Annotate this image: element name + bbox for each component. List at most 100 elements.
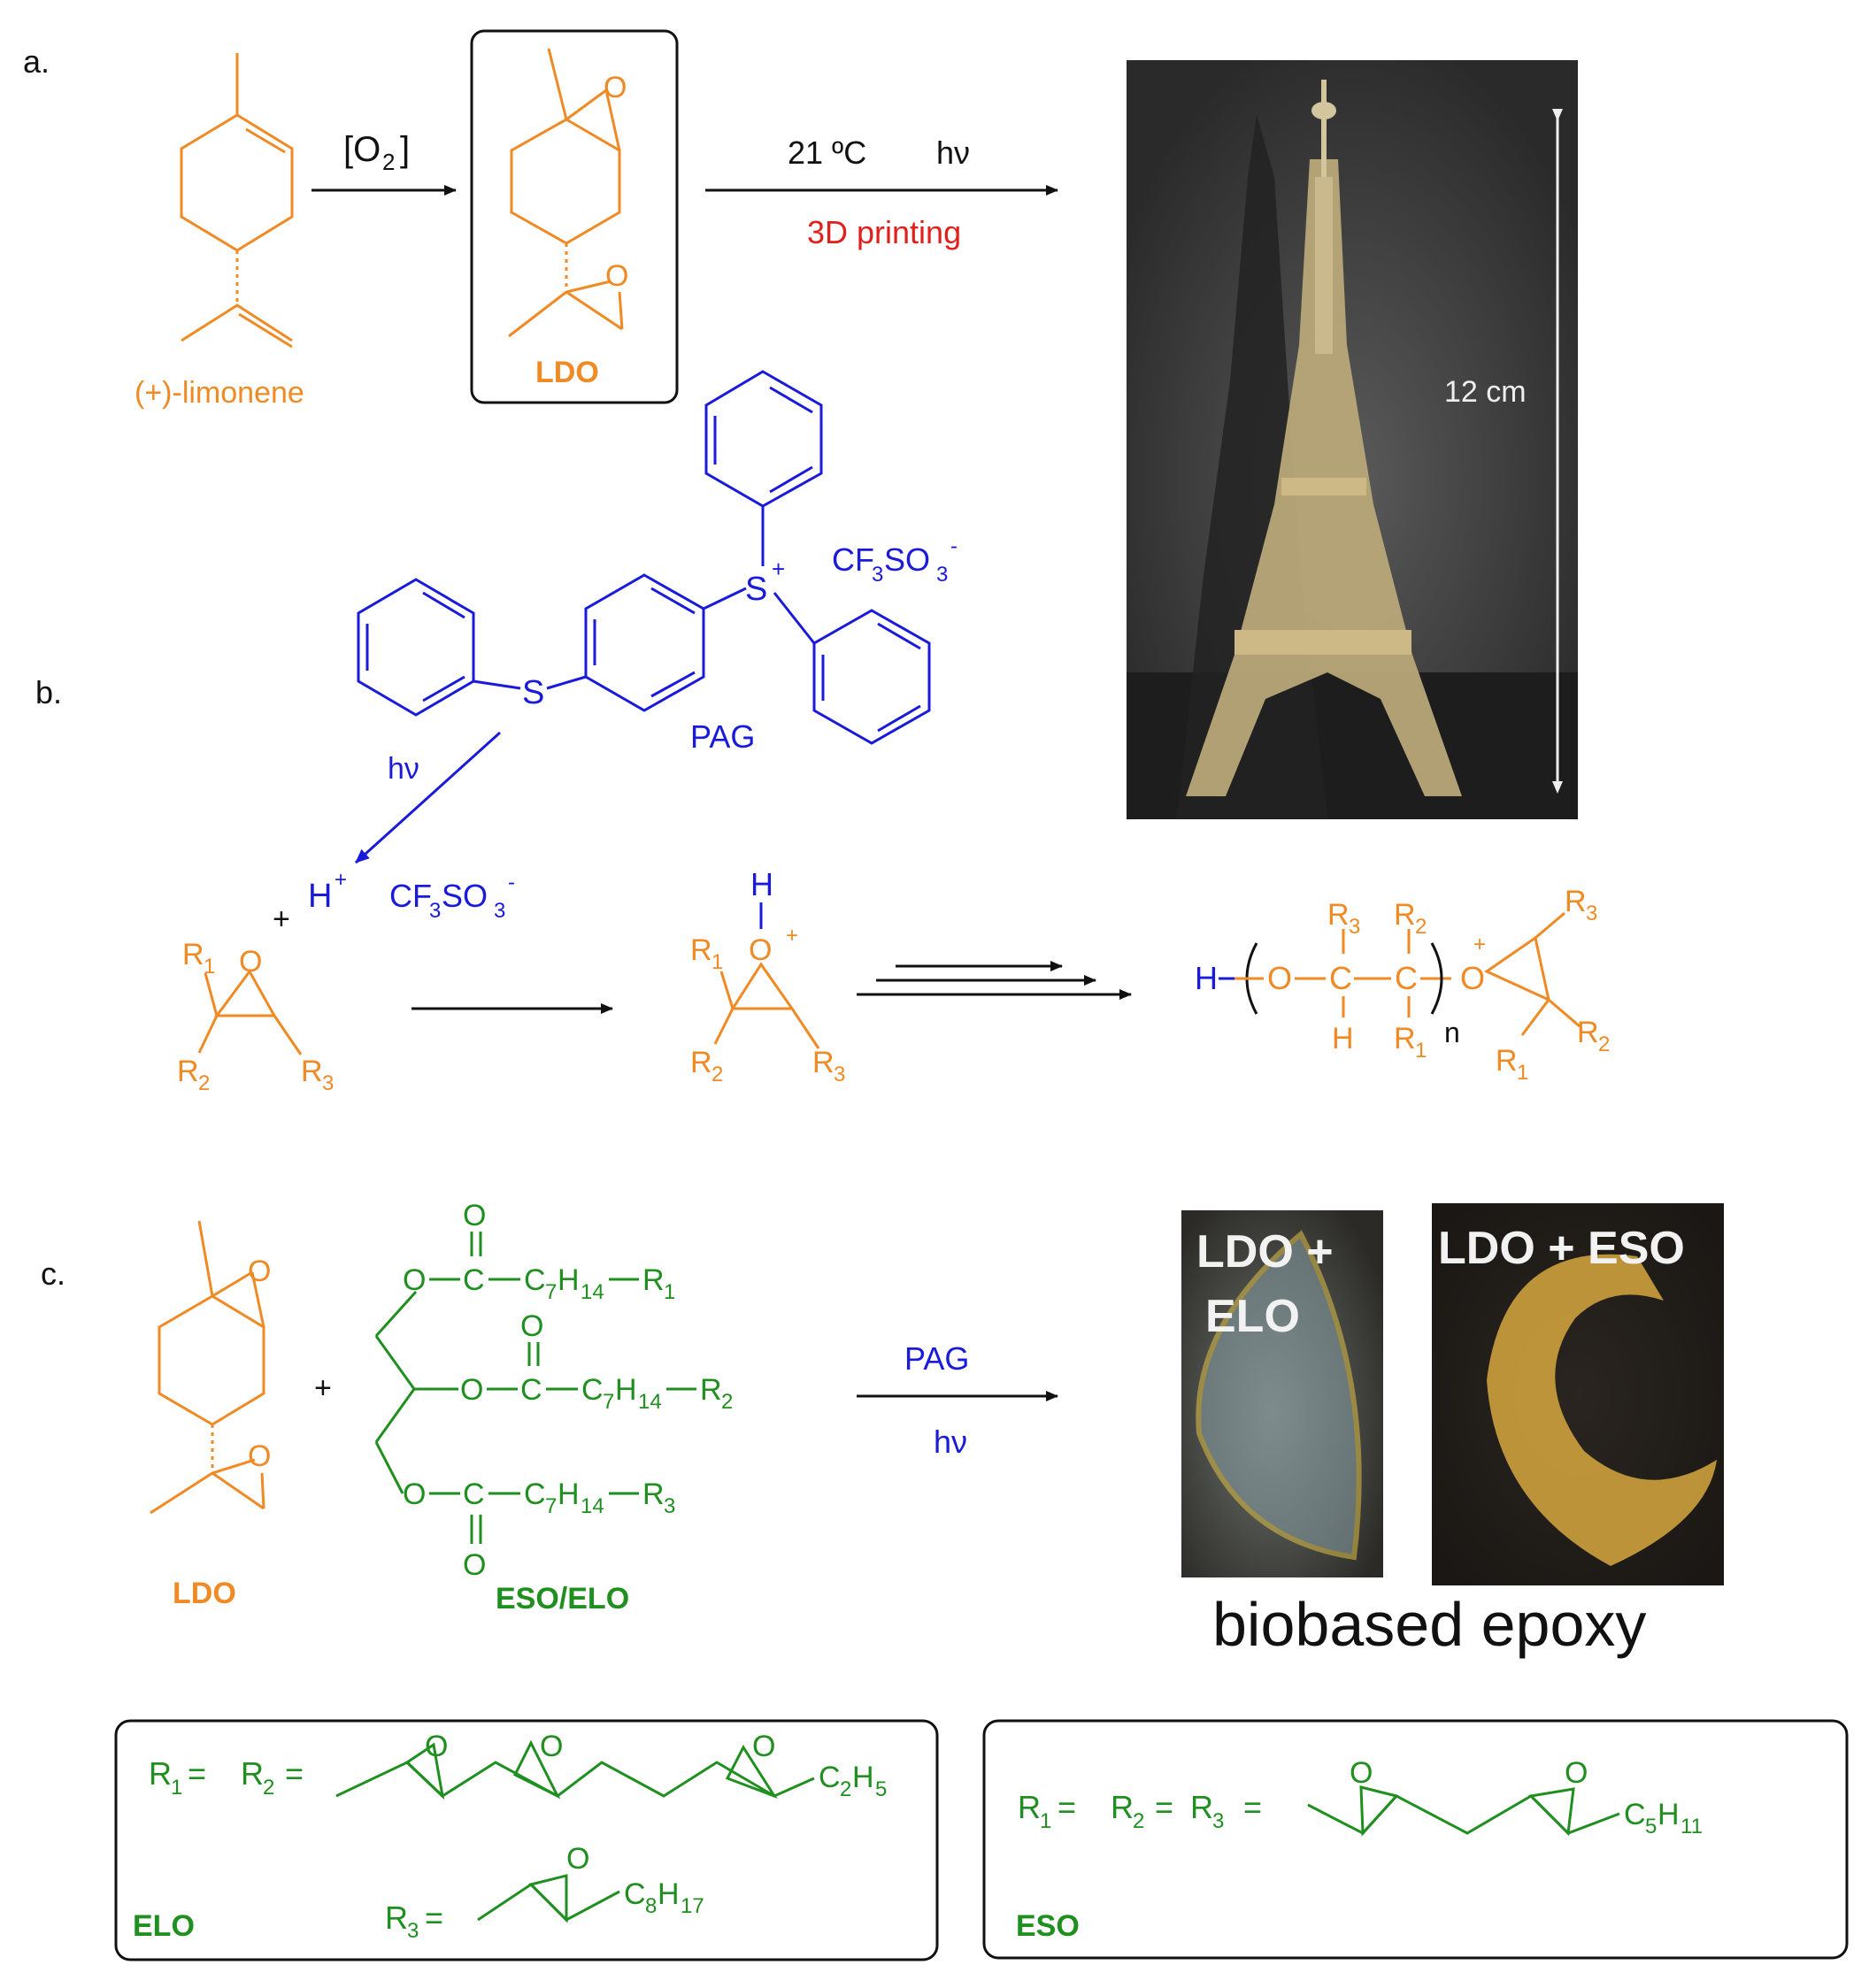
svg-text:O: O xyxy=(248,1439,271,1473)
svg-text:R: R xyxy=(149,1755,172,1792)
svg-text:C: C xyxy=(1624,1798,1646,1831)
eso-elo-label: ESO/ELO xyxy=(496,1582,629,1616)
svg-text:C: C xyxy=(463,1478,485,1511)
thioether-s: S xyxy=(522,674,544,711)
svg-text:H: H xyxy=(1332,1022,1354,1055)
svg-text:+: + xyxy=(1473,933,1486,956)
svg-text:-: - xyxy=(950,534,958,558)
svg-text:C: C xyxy=(520,1373,542,1407)
svg-text:=: = xyxy=(1243,1789,1262,1825)
svg-text:1: 1 xyxy=(171,1776,182,1800)
svg-text:5: 5 xyxy=(1645,1815,1657,1838)
svg-text:2: 2 xyxy=(721,1390,733,1414)
svg-text:2: 2 xyxy=(263,1776,274,1800)
svg-text:1: 1 xyxy=(1517,1061,1528,1085)
svg-text:3: 3 xyxy=(872,563,883,587)
svg-text:O: O xyxy=(520,1309,543,1343)
svg-text:3: 3 xyxy=(494,899,505,923)
light-label-b: hν xyxy=(388,752,419,786)
elo-r3-label: R 3 = xyxy=(385,1900,443,1943)
svg-text:O: O xyxy=(1565,1756,1588,1790)
svg-text:C: C xyxy=(624,1877,646,1911)
svg-text:=: = xyxy=(188,1755,206,1792)
svg-text:O: O xyxy=(248,1255,271,1288)
svg-text:H: H xyxy=(615,1373,637,1407)
svg-text:H: H xyxy=(558,1263,580,1297)
photo2-label: LDO + ESO xyxy=(1438,1223,1685,1274)
svg-text:O: O xyxy=(605,259,628,293)
svg-text:C: C xyxy=(581,1373,604,1407)
svg-text:2: 2 xyxy=(382,149,395,175)
svg-text:7: 7 xyxy=(545,1280,557,1304)
svg-text:2: 2 xyxy=(840,1777,851,1801)
pag-label-b: PAG xyxy=(690,718,755,755)
ldo-structure-a: O O xyxy=(508,48,628,338)
svg-text:O: O xyxy=(460,1373,483,1407)
svg-text:[O: [O xyxy=(343,130,381,169)
svg-text:O: O xyxy=(463,1548,486,1582)
svg-text:3: 3 xyxy=(1349,915,1360,939)
svg-text:O: O xyxy=(1350,1756,1373,1790)
svg-text:O: O xyxy=(752,1730,775,1763)
photo1-label-line2: ELO xyxy=(1205,1291,1300,1342)
svg-text:H: H xyxy=(1195,960,1218,996)
svg-text:2: 2 xyxy=(1598,1032,1610,1056)
ldo-highlight-box xyxy=(470,29,679,404)
svg-text:R: R xyxy=(1496,1044,1518,1078)
svg-text:R: R xyxy=(1190,1789,1213,1825)
svg-text:14: 14 xyxy=(638,1390,662,1414)
sulfonium-s: S xyxy=(745,571,767,608)
svg-text:O: O xyxy=(566,1842,589,1876)
svg-text:R: R xyxy=(642,1263,665,1297)
svg-text:CF: CF xyxy=(832,541,874,578)
proton-charge: + xyxy=(335,868,347,892)
svg-text:=: = xyxy=(285,1755,304,1792)
photo-scale-label: 12 cm xyxy=(1444,375,1527,409)
light-label-c: hν xyxy=(934,1424,967,1460)
eso-linoleic-chain: O O C 5 H 11 xyxy=(1307,1756,1703,1838)
plus-sign-c: + xyxy=(314,1371,332,1405)
svg-text:n: n xyxy=(1444,1017,1460,1048)
panel-label-a: a. xyxy=(23,43,50,80)
temperature-label: 21 ºC xyxy=(788,134,866,171)
elo-r12-label: R 1 + = R 2 = xyxy=(149,1755,304,1800)
svg-text:=: = xyxy=(425,1900,443,1936)
svg-text:C: C xyxy=(1329,960,1352,996)
svg-text:R: R xyxy=(1565,885,1587,918)
svg-text:-: - xyxy=(508,871,515,894)
svg-text:H: H xyxy=(558,1478,580,1511)
svg-text:C: C xyxy=(819,1761,841,1794)
svg-text:O: O xyxy=(749,933,772,967)
svg-text:14: 14 xyxy=(581,1494,604,1518)
svg-text:R: R xyxy=(385,1900,408,1936)
pag-label-c: PAG xyxy=(904,1340,969,1377)
elo-substituent-box xyxy=(114,1719,939,1961)
counterion-label-acid: CF 3 SO 3 - xyxy=(389,871,515,923)
pag-structure xyxy=(357,370,931,745)
svg-text:O: O xyxy=(403,1263,426,1297)
svg-text:R: R xyxy=(301,1055,323,1088)
elo-oleic-chain: O C 8 H 17 xyxy=(477,1842,704,1923)
chain-r1: C 7 H 14 R 1 xyxy=(524,1263,675,1304)
process-label: 3D printing xyxy=(807,214,961,250)
svg-text:1: 1 xyxy=(204,955,215,979)
svg-text:H: H xyxy=(1657,1798,1680,1831)
svg-text:7: 7 xyxy=(603,1390,614,1414)
svg-text:R: R xyxy=(1018,1789,1041,1825)
svg-text:O: O xyxy=(239,945,262,979)
limonene-label: (+)-limonene xyxy=(135,376,304,410)
panel-label-c: c. xyxy=(41,1255,65,1292)
svg-text:1: 1 xyxy=(664,1280,675,1304)
svg-text:14: 14 xyxy=(581,1280,604,1304)
eso-r123-label: R 1 = R 2 = R 3 = xyxy=(1018,1789,1262,1833)
svg-text:2: 2 xyxy=(711,1063,723,1086)
svg-text:11: 11 xyxy=(1681,1815,1703,1838)
sample-photo-ldo-elo xyxy=(1181,1210,1383,1577)
svg-text:O: O xyxy=(463,1199,486,1232)
panel-label-b: b. xyxy=(35,674,62,710)
chain-r3: C 7 H 14 R 3 xyxy=(524,1478,675,1518)
svg-text:2: 2 xyxy=(198,1071,210,1095)
svg-text:R: R xyxy=(177,1055,199,1088)
svg-text:H: H xyxy=(852,1761,874,1794)
